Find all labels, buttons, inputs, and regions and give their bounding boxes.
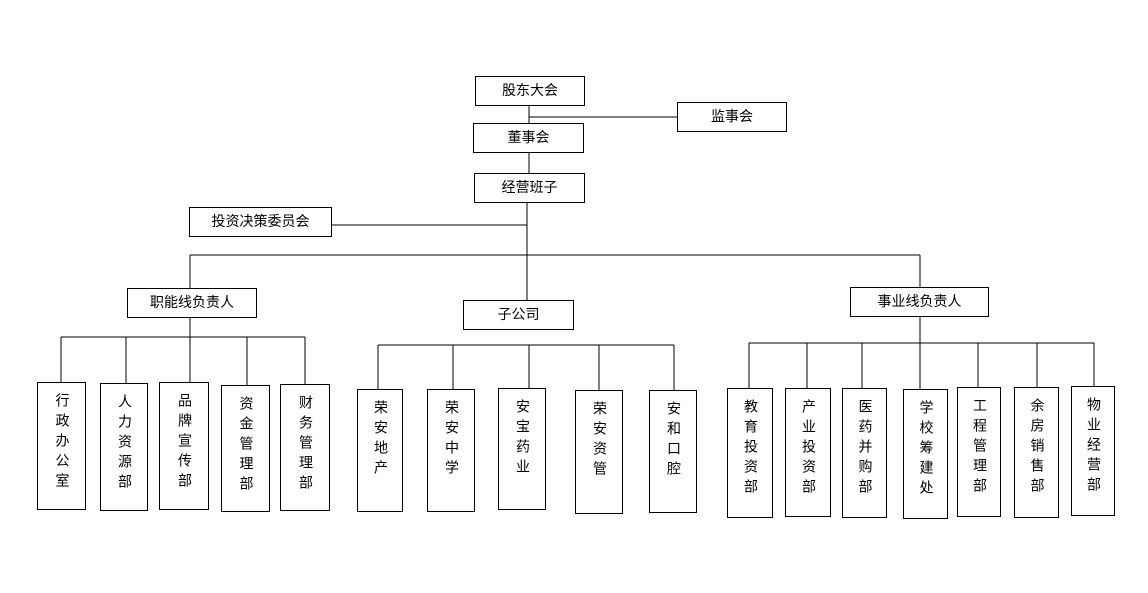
dept-box: 财务管理部 [280, 384, 330, 511]
subsidiary-box: 安和口腔 [649, 390, 697, 513]
node-investment-committee: 投资决策委员会 [189, 207, 332, 237]
node-board: 董事会 [473, 123, 584, 153]
subsidiary-label: 安宝药业 [514, 399, 530, 479]
subsidiary-label: 荣安资管 [591, 401, 607, 481]
subsidiary-box: 荣安中学 [427, 389, 475, 512]
dept-label: 产业投资部 [800, 399, 816, 499]
node-functional-head: 职能线负责人 [127, 288, 257, 318]
subsidiary-box: 荣安资管 [575, 390, 623, 514]
dept-box: 物业经营部 [1071, 386, 1115, 516]
dept-label: 学校筹建处 [917, 400, 934, 500]
subsidiary-box: 荣安地产 [357, 389, 403, 512]
dept-box: 余房销售部 [1014, 387, 1059, 518]
dept-box: 品牌宣传部 [159, 382, 209, 510]
node-management: 经营班子 [474, 173, 585, 203]
node-shareholders: 股东大会 [475, 76, 585, 106]
dept-box: 资金管理部 [221, 385, 270, 512]
subsidiary-label: 荣安地产 [372, 400, 388, 480]
dept-label: 人力资源部 [116, 394, 132, 494]
dept-label: 教育投资部 [742, 399, 758, 499]
subsidiary-box: 安宝药业 [498, 388, 546, 510]
node-supervisors: 监事会 [677, 102, 787, 132]
dept-label: 医药并购部 [856, 399, 873, 499]
dept-label: 工程管理部 [971, 398, 987, 498]
dept-label: 财务管理部 [297, 395, 313, 495]
node-business-head: 事业线负责人 [850, 287, 989, 317]
dept-box: 教育投资部 [727, 388, 773, 518]
dept-box: 学校筹建处 [903, 389, 948, 519]
dept-box: 人力资源部 [100, 383, 148, 511]
dept-label: 资金管理部 [237, 396, 254, 496]
dept-box: 工程管理部 [957, 387, 1001, 517]
node-subsidiaries: 子公司 [463, 300, 574, 330]
dept-label: 行政办公室 [53, 393, 70, 493]
dept-box: 产业投资部 [785, 388, 831, 517]
dept-label: 余房销售部 [1028, 398, 1045, 498]
subsidiary-label: 安和口腔 [665, 401, 681, 481]
dept-label: 品牌宣传部 [176, 393, 192, 493]
subsidiary-label: 荣安中学 [443, 400, 459, 480]
dept-label: 物业经营部 [1085, 397, 1101, 497]
dept-box: 行政办公室 [37, 382, 86, 510]
dept-box: 医药并购部 [842, 388, 887, 518]
